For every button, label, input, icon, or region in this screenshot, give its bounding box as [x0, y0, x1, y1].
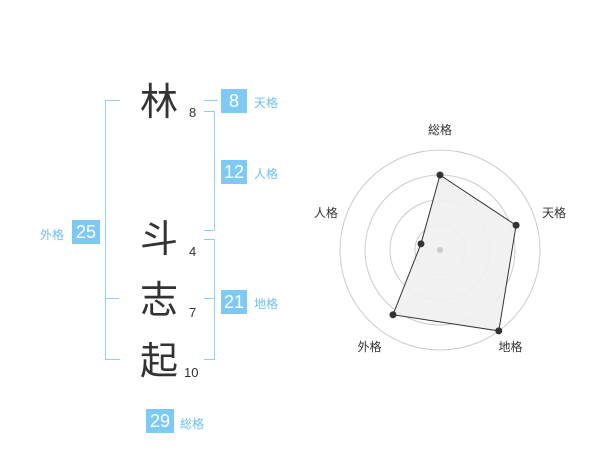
radar-axis-label: 天格	[542, 205, 566, 220]
radar-point	[495, 327, 503, 335]
radar-axis-label: 総格	[428, 122, 452, 137]
chikaku-value: 21	[221, 290, 247, 314]
soukaku-label: 総格	[180, 417, 205, 431]
stroke-count-2: 4	[189, 244, 197, 259]
radar-point	[512, 221, 520, 229]
gaikaku-value: 25	[72, 220, 100, 244]
radar-axis-label: 人格	[314, 205, 338, 220]
given-char-2: 志	[140, 278, 179, 322]
jinkaku-bracket	[204, 111, 215, 231]
jinkaku-label: 人格	[254, 167, 279, 181]
radar-axis-label: 地格	[499, 339, 523, 354]
surname-char-1: 林	[140, 80, 179, 124]
stroke-count-3: 7	[189, 305, 197, 320]
gaikaku-label: 外格	[40, 228, 65, 242]
chikaku-label: 地格	[254, 297, 279, 311]
gaikaku-bracket-tick	[105, 298, 119, 299]
radar-point	[436, 171, 444, 179]
tenkaku-label: 天格	[254, 96, 279, 110]
radar-point	[417, 240, 425, 248]
chikaku-bracket-tick	[204, 298, 214, 299]
radar-point	[389, 311, 397, 319]
radar-center-dot	[437, 247, 443, 253]
given-char-1: 斗	[140, 217, 179, 261]
given-char-3: 起	[140, 339, 179, 383]
jinkaku-value: 12	[221, 160, 247, 184]
gaikaku-bracket	[105, 100, 120, 360]
radar-axis-label: 外格	[357, 339, 381, 354]
chikaku-bracket	[204, 239, 215, 360]
tenkaku-value: 8	[221, 89, 247, 113]
soukaku-value: 29	[146, 409, 174, 433]
radar-shape	[392, 174, 517, 332]
tenkaku-tick	[204, 100, 218, 101]
stroke-count-4: 10	[184, 365, 199, 380]
stroke-count-1: 8	[189, 105, 197, 120]
radar-ring	[339, 149, 541, 351]
